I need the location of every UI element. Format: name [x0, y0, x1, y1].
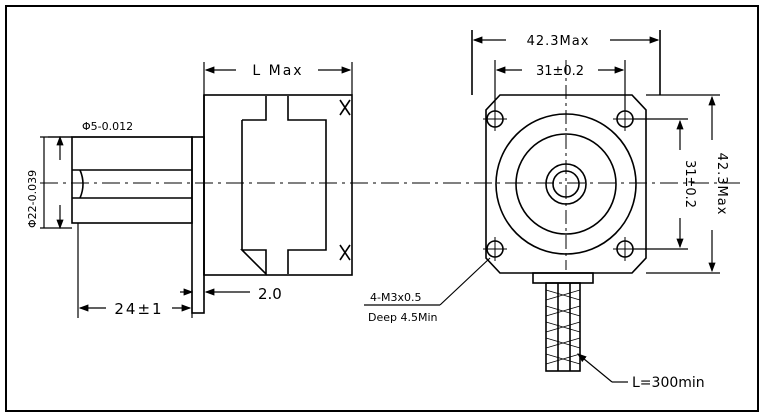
flange-thickness-label: 2.0	[258, 285, 282, 303]
body-recess	[240, 96, 327, 276]
front-view-dimensions	[364, 36, 720, 383]
drawing-border	[5, 5, 759, 412]
pilot-flange	[191, 136, 205, 314]
lead-exit	[532, 272, 594, 284]
lead-hatching	[545, 289, 581, 365]
front-view	[471, 30, 661, 372]
width-top-label: 42.3Max	[527, 34, 590, 49]
lead-length-label: L=300min	[632, 375, 705, 391]
shaft-dia-label: Φ5-0.012	[82, 120, 133, 133]
boss-inner	[515, 133, 617, 235]
shaft	[71, 136, 193, 224]
shaft-length-label: 24±1	[114, 300, 163, 318]
pilot-dia-label: Φ22-0.039	[26, 170, 39, 228]
side-view-dimensions	[40, 62, 353, 318]
hole-spacing-top-label: 31±0.2	[536, 64, 584, 79]
front-face	[485, 94, 647, 274]
height-right-label: 42.3Max	[714, 153, 729, 216]
screw-depth-label: Deep 4.5Min	[368, 311, 438, 324]
motor-body-side	[203, 94, 353, 276]
length-max-label: L Max	[252, 63, 303, 79]
lead-bundle	[545, 282, 581, 372]
screw-holes-label: 4-M3x0.5	[370, 291, 421, 304]
hole-spacing-right-label: 31±0.2	[682, 160, 697, 208]
